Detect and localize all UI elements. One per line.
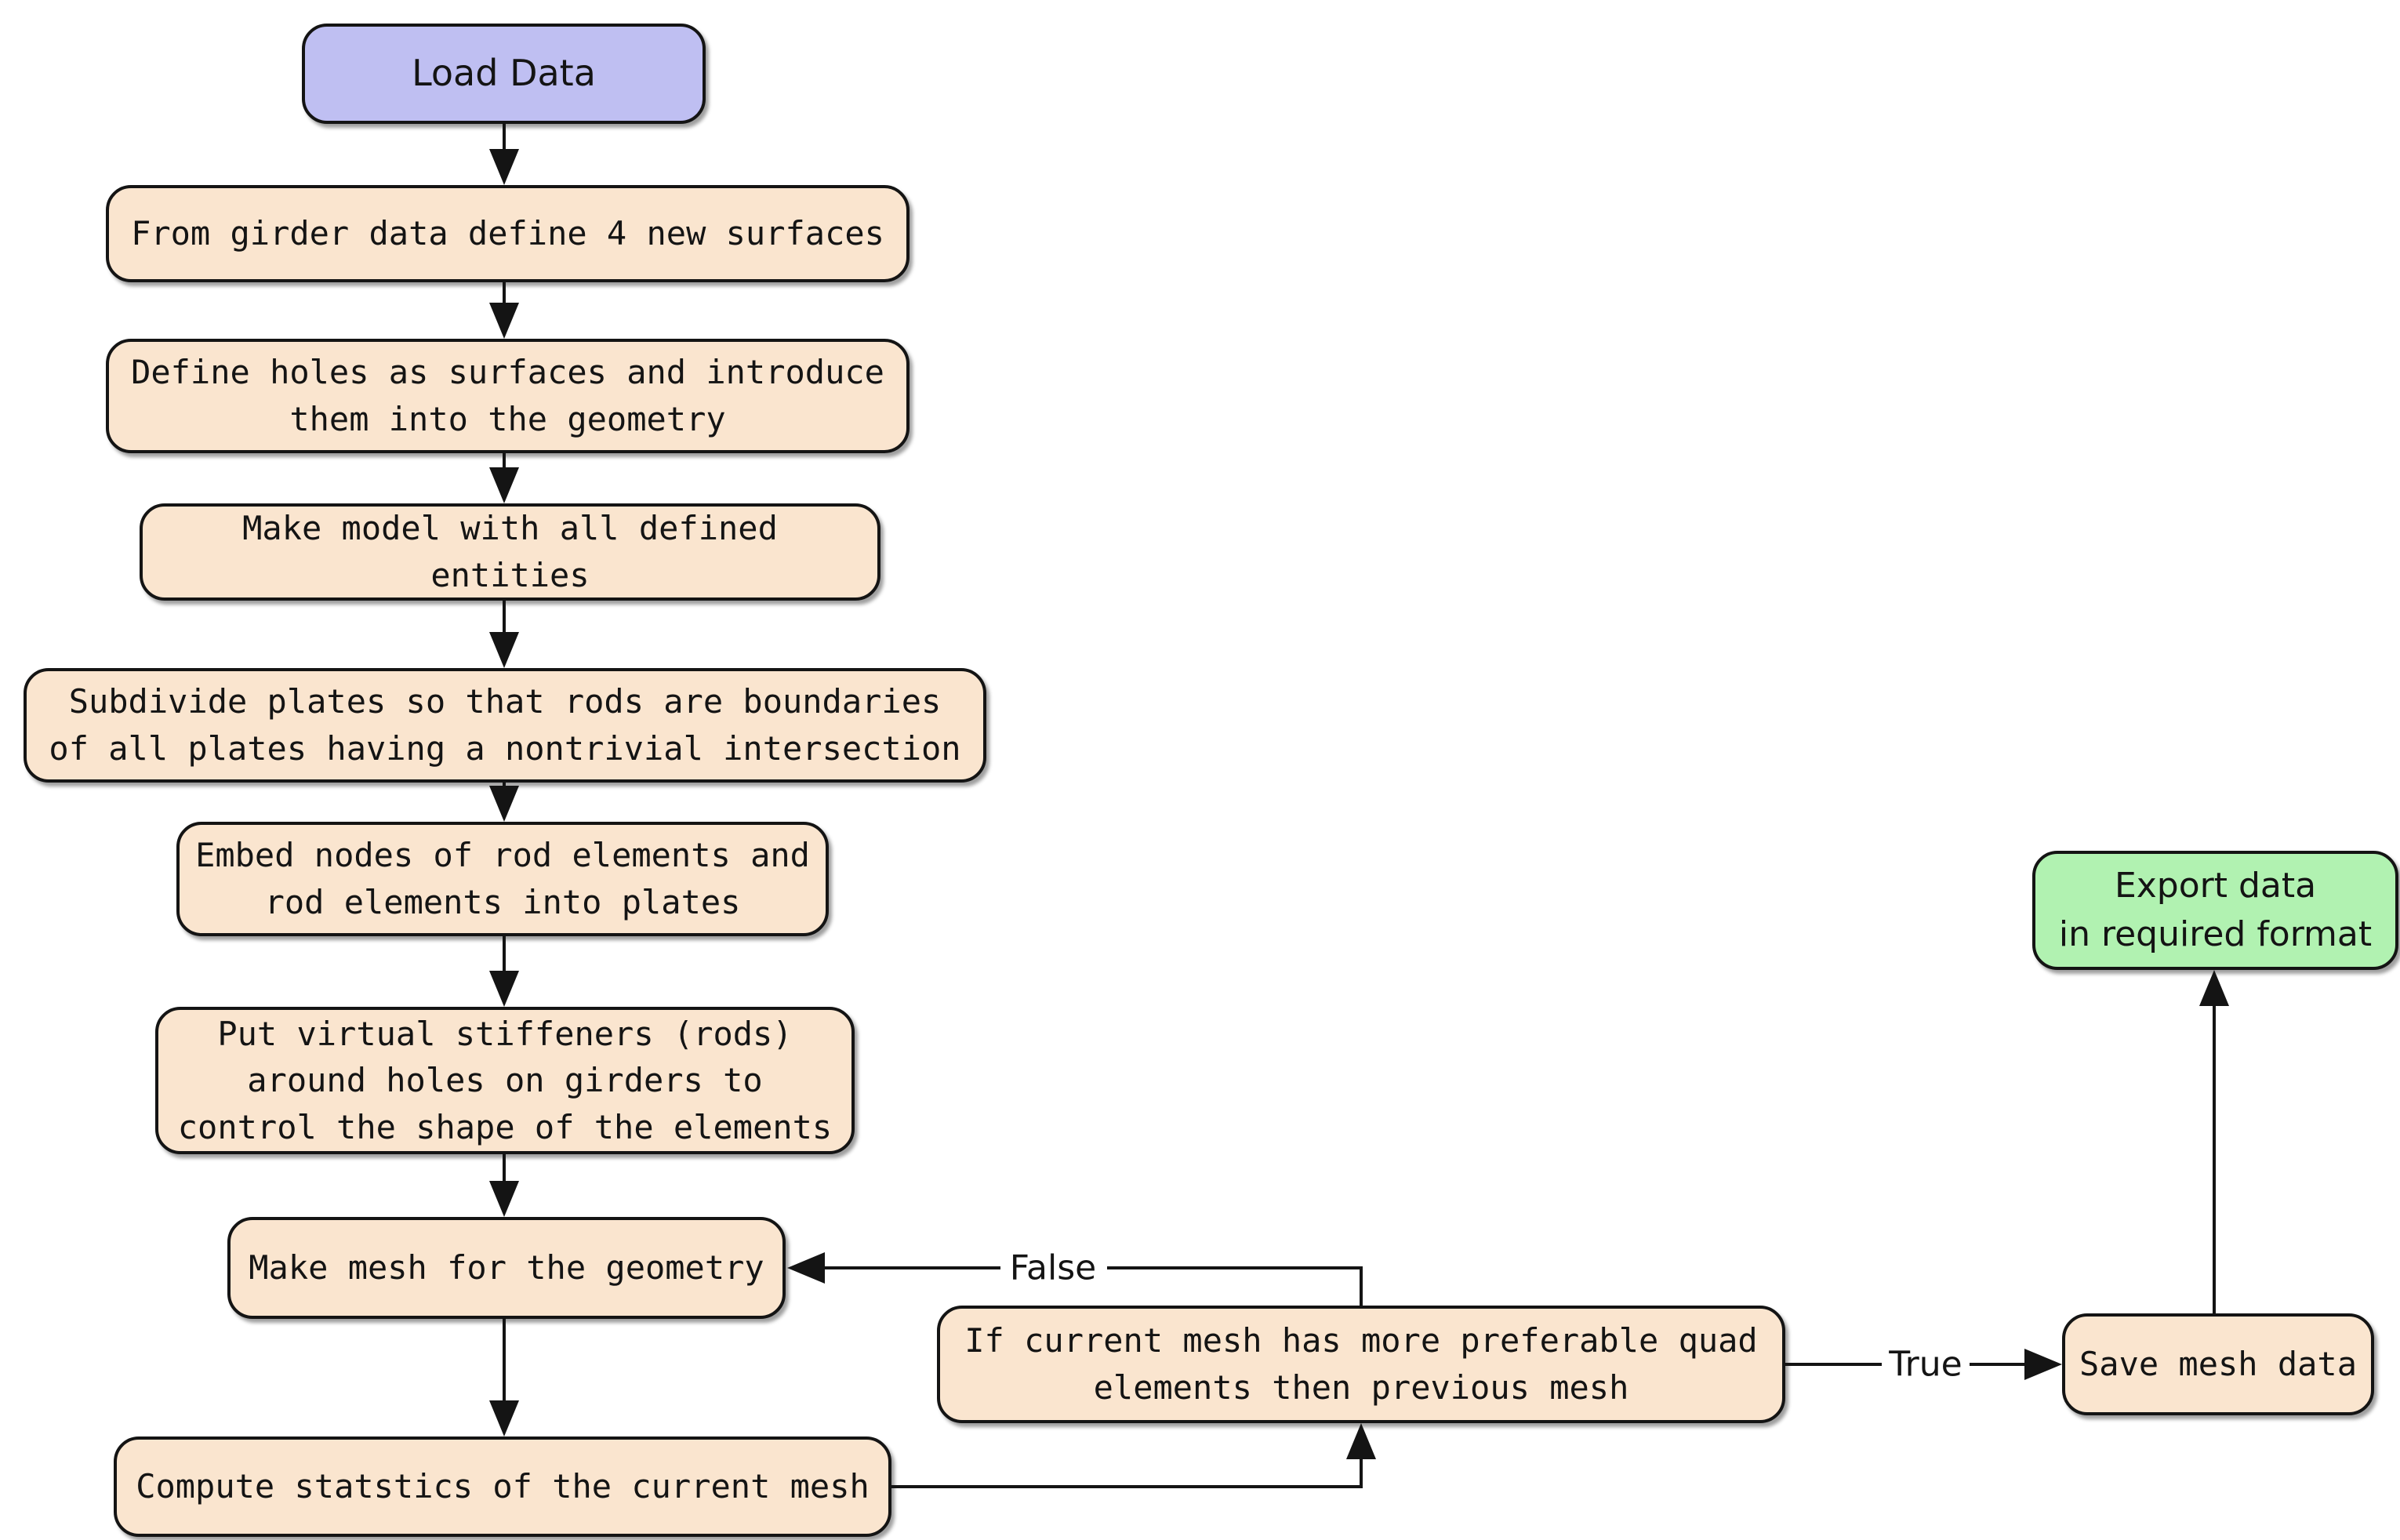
arrow-down-icon <box>489 303 519 339</box>
true-edge-label: True <box>1883 1344 1969 1385</box>
node-compute-statistics: Compute statstics of the current mesh <box>114 1436 891 1537</box>
node-embed-nodes: Embed nodes of rod elements and rod elem… <box>176 822 829 936</box>
node-define-holes-label: Define holes as surfaces and introduce t… <box>131 353 884 438</box>
node-compute-statistics-label: Compute statstics of the current mesh <box>136 1467 870 1506</box>
arrow-down-icon <box>489 1181 519 1217</box>
node-load-data-label: Load Data <box>412 52 596 95</box>
node-make-mesh-label: Make mesh for the geometry <box>249 1248 764 1288</box>
node-virtual-stiffeners: Put virtual stiffeners (rods) around hol… <box>155 1007 855 1154</box>
connector-holes-to-model <box>503 453 506 474</box>
arrow-down-icon <box>489 786 519 822</box>
arrow-down-icon <box>489 149 519 185</box>
connector-true-line-left <box>1785 1363 1882 1366</box>
arrow-down-icon <box>489 467 519 503</box>
connector-girder-to-holes <box>503 282 506 307</box>
node-subdivide-plates-label: Subdivide plates so that rods are bounda… <box>49 682 961 768</box>
node-from-girder-surfaces: From girder data define 4 new surfaces <box>106 185 910 282</box>
arrow-down-icon <box>489 632 519 668</box>
node-define-holes: Define holes as surfaces and introduce t… <box>106 339 910 453</box>
node-from-girder-surfaces-label: From girder data define 4 new surfaces <box>131 214 884 253</box>
connector-false-line-left <box>822 1266 1000 1269</box>
connector-save-to-export <box>2213 1003 2216 1313</box>
false-edge-label: False <box>1003 1248 1103 1288</box>
connector-false-line-right <box>1107 1266 1363 1269</box>
connector-statistics-right <box>891 1485 1363 1488</box>
connector-true-line-right <box>1970 1363 2026 1366</box>
node-export-data-label: Export data in required format <box>2058 865 2373 954</box>
connector-embed-to-stiffeners <box>503 936 506 975</box>
node-save-mesh-label: Save mesh data <box>2079 1345 2358 1384</box>
node-subdivide-plates: Subdivide plates so that rods are bounda… <box>24 668 986 783</box>
arrow-left-icon <box>787 1252 825 1284</box>
arrow-right-icon <box>2024 1349 2062 1380</box>
node-export-data: Export data in required format <box>2032 851 2398 970</box>
node-make-mesh: Make mesh for the geometry <box>227 1217 786 1319</box>
node-embed-nodes-label: Embed nodes of rod elements and rod elem… <box>195 836 810 921</box>
node-load-data: Load Data <box>302 24 706 124</box>
connector-model-to-subdivide <box>503 601 506 637</box>
connector-statistics-up <box>1360 1452 1363 1488</box>
node-quad-check-label: If current mesh has more preferable quad… <box>964 1321 1758 1407</box>
arrow-up-icon <box>1346 1423 1376 1459</box>
arrow-down-icon <box>489 971 519 1007</box>
node-make-model: Make model with all defined entities <box>140 503 880 601</box>
node-quad-check: If current mesh has more preferable quad… <box>937 1306 1785 1423</box>
connector-load-to-girder <box>503 124 506 158</box>
node-save-mesh: Save mesh data <box>2062 1313 2374 1415</box>
arrow-down-icon <box>489 1400 519 1436</box>
connector-mesh-to-statistics <box>503 1319 506 1405</box>
connector-stiffeners-to-mesh <box>503 1154 506 1186</box>
connector-quadcheck-up <box>1360 1266 1363 1306</box>
node-make-model-label: Make model with all defined entities <box>242 509 778 594</box>
arrow-up-icon <box>2199 970 2229 1006</box>
node-virtual-stiffeners-label: Put virtual stiffeners (rods) around hol… <box>177 1014 833 1146</box>
